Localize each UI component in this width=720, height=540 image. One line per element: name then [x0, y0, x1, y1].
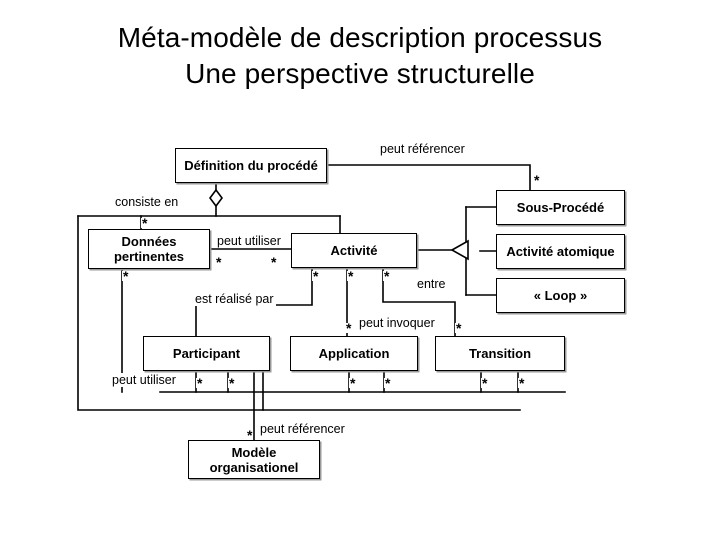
edge-label-peut-utiliser-participant: peut utiliser: [110, 373, 178, 387]
class-label-donnees-pertinentes-line2: pertinentes: [113, 249, 185, 264]
class-box-definition-du-procede[interactable]: Définition du procédé: [175, 148, 327, 183]
class-box-activite-atomique[interactable]: Activité atomique: [496, 234, 625, 269]
edge-label-peut-utiliser-activite: peut utiliser: [215, 234, 283, 248]
class-label-application: Application: [318, 346, 390, 361]
edge-peut-utiliser-participant-outer: [77, 215, 521, 411]
class-box-activite[interactable]: Activité: [291, 233, 417, 268]
multiplicity-modele: *: [246, 427, 254, 443]
multiplicity-participant-2: *: [228, 375, 236, 391]
multiplicity-peut-utiliser-b: *: [270, 254, 278, 270]
class-box-sous-procede[interactable]: Sous-Procédé: [496, 190, 625, 225]
class-label-activite-atomique: Activité atomique: [506, 244, 615, 259]
class-box-application[interactable]: Application: [290, 336, 418, 371]
edge-peut-referencer-sous-procede: [326, 164, 531, 191]
class-label-definition-du-procede: Définition du procédé: [184, 158, 318, 173]
class-label-sous-procede: Sous-Procédé: [516, 200, 605, 215]
multiplicity-activite-3: *: [383, 268, 391, 284]
title-line-1: Méta-modèle de description processus: [117, 22, 603, 53]
multiplicity-sous-procede: *: [533, 172, 541, 188]
class-label-activite: Activité: [330, 243, 378, 258]
class-label-modele-organisationel-line1: Modèle: [231, 444, 277, 460]
class-box-loop[interactable]: « Loop »: [496, 278, 625, 313]
multiplicity-transition-2: *: [518, 375, 526, 391]
title-line-2: Une perspective structurelle: [185, 58, 535, 89]
class-label-loop: « Loop »: [533, 288, 588, 303]
generalization-triangle-icon: [450, 239, 469, 261]
multiplicity-donnees-bottom: *: [122, 268, 130, 284]
edge-label-peut-referencer-modele: peut référencer: [258, 422, 347, 436]
edge-label-consiste-en: consiste en: [113, 195, 181, 209]
class-label-modele-organisationel-line2: organisationel: [209, 459, 299, 475]
edge-label-entre: entre: [415, 277, 448, 291]
multiplicity-activite-1: *: [312, 268, 320, 284]
multiplicity-consiste-en: *: [141, 215, 149, 231]
class-box-donnees-pertinentes[interactable]: Données pertinentes: [88, 229, 210, 269]
class-label-participant: Participant: [172, 346, 241, 361]
multiplicity-transition-1: *: [481, 375, 489, 391]
class-label-donnees-pertinentes-line1: Données: [121, 234, 177, 249]
multiplicity-peut-utiliser-a: *: [215, 254, 223, 270]
edge-label-peut-invoquer: peut invoquer: [357, 316, 437, 330]
edge-label-peut-referencer-top: peut référencer: [378, 142, 467, 156]
multiplicity-activite-2: *: [347, 268, 355, 284]
class-box-participant[interactable]: Participant: [143, 336, 270, 371]
aggregation-diamond-icon: [209, 188, 223, 208]
class-label-transition: Transition: [468, 346, 532, 361]
class-box-transition[interactable]: Transition: [435, 336, 565, 371]
class-box-modele-organisationel[interactable]: Modèle organisationel: [188, 440, 320, 479]
multiplicity-application-2: *: [384, 375, 392, 391]
edge-entre: [382, 268, 456, 337]
edge-label-est-realise-par: est réalisé par: [193, 292, 276, 306]
page-title: Méta-modèle de description processus Une…: [0, 20, 720, 92]
multiplicity-application-1: *: [349, 375, 357, 391]
multiplicity-participant-1: *: [196, 375, 204, 391]
multiplicity-peut-invoquer: *: [345, 320, 353, 336]
multiplicity-transition-top: *: [455, 320, 463, 336]
